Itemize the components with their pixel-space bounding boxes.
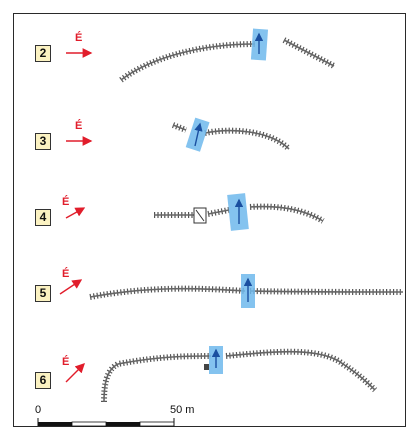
track-row-6 — [101, 348, 378, 403]
direction-label-3: É — [75, 120, 83, 132]
row-badge-2: 2 — [35, 45, 51, 62]
direction-label-4: É — [62, 196, 70, 208]
switch-box-row-4 — [193, 207, 207, 224]
water-zone-row-3 — [185, 117, 210, 152]
scale-bar — [37, 418, 175, 427]
water-zone-row-5 — [241, 274, 255, 308]
row-badge-5: 5 — [35, 285, 51, 302]
water-zone-row-2 — [250, 28, 269, 61]
scale-label-end: 50 m — [170, 404, 195, 416]
water-zone-row-6 — [204, 346, 223, 374]
direction-arrow-6 — [65, 363, 85, 383]
direction-label-5: É — [62, 268, 70, 280]
track-row-2 — [119, 37, 336, 83]
row-badge-4: 4 — [35, 209, 51, 226]
track-row-3 — [171, 122, 292, 152]
direction-arrow-4 — [65, 207, 86, 219]
scale-label-start: 0 — [35, 404, 42, 416]
direction-label-6: É — [62, 356, 70, 368]
direction-label-2: É — [75, 32, 83, 44]
direction-arrow-5 — [59, 279, 83, 295]
track-row-5 — [89, 285, 404, 300]
row-badge-6: 6 — [35, 372, 51, 389]
track-row-4 — [154, 203, 325, 224]
row-badge-3: 3 — [35, 133, 51, 150]
water-zone-row-4 — [227, 193, 249, 231]
